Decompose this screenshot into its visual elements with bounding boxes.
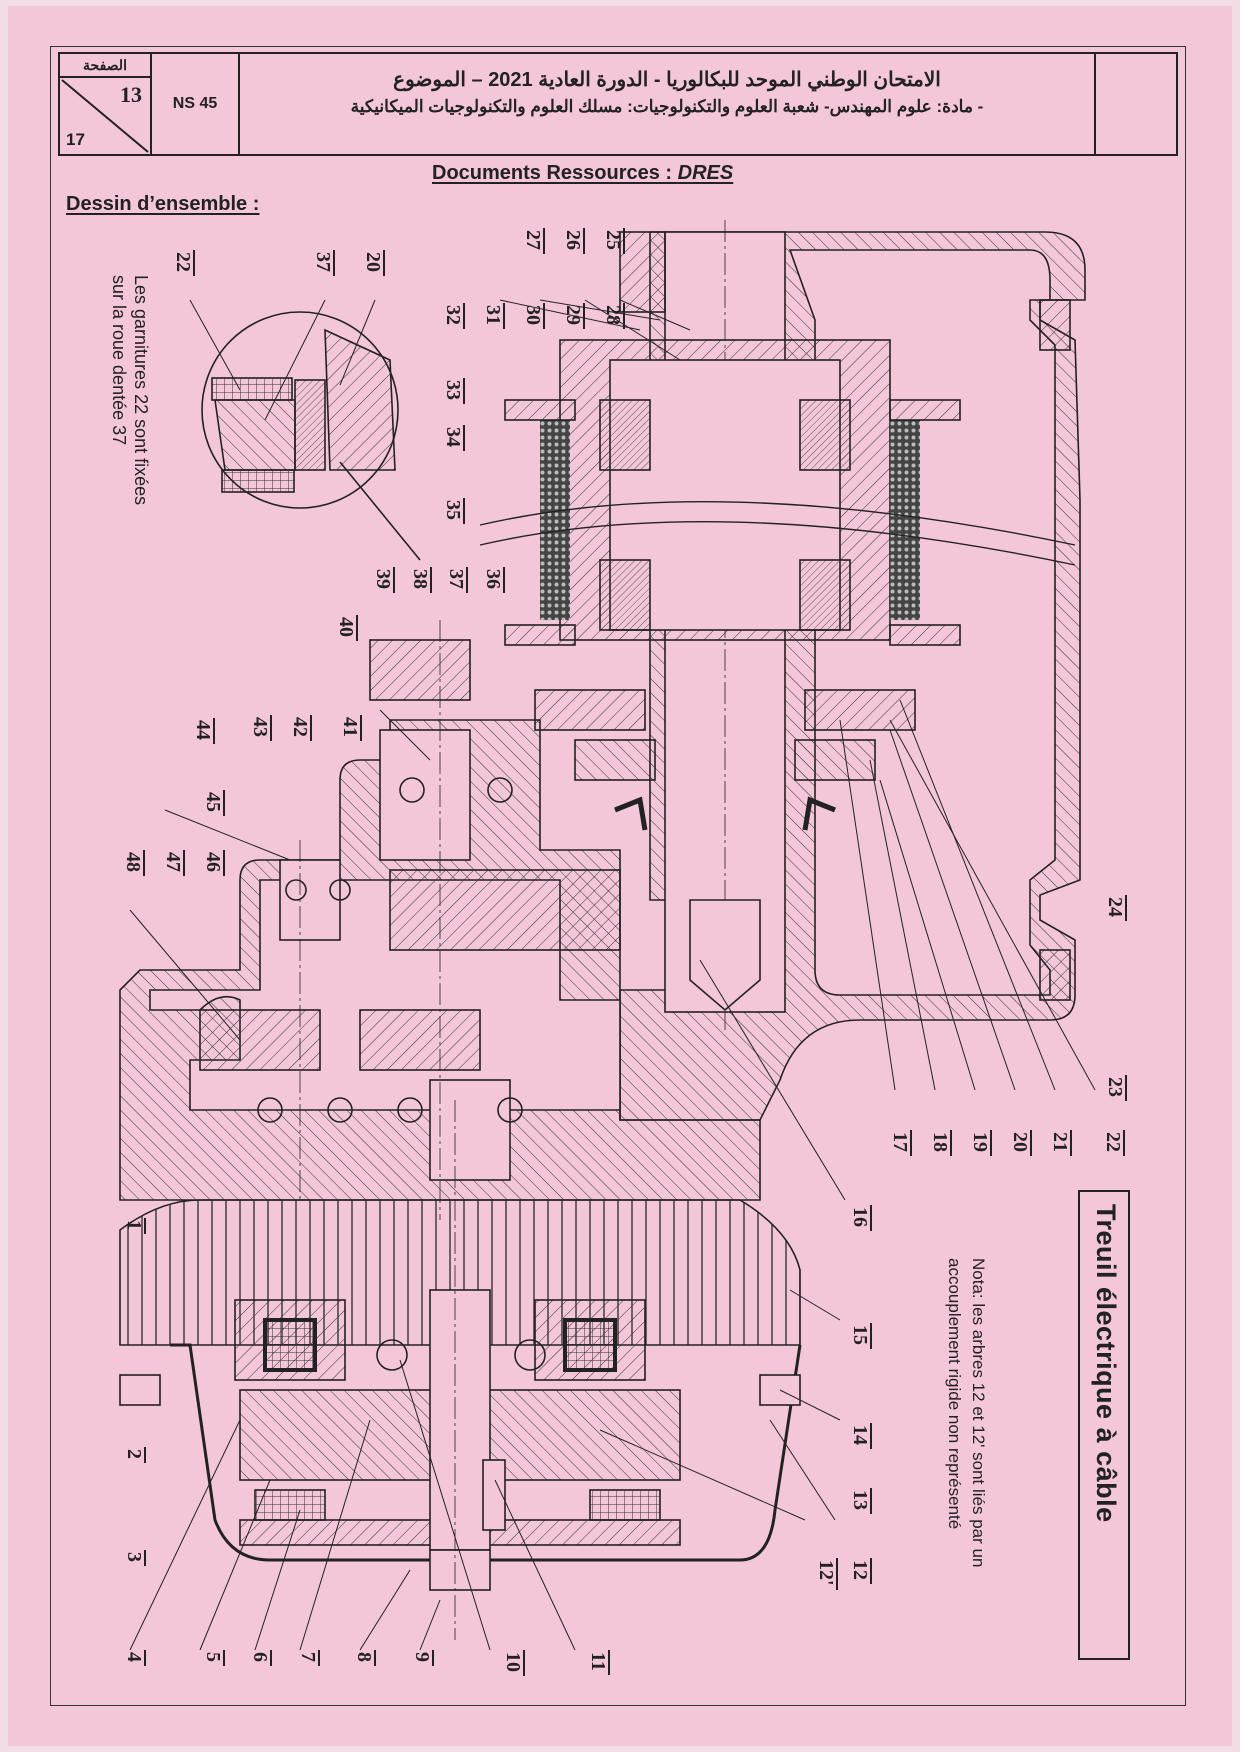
- callout-42: 42: [289, 715, 312, 741]
- exam-title-line2: - مادة: علوم المهندس- شعبة العلوم والتكن…: [350, 97, 984, 116]
- callout-37: 37: [445, 567, 468, 593]
- callout-26: 26: [562, 228, 585, 254]
- nota-line1: Nota: les arbres 12 et 12' sont liés par…: [969, 1258, 988, 1568]
- callout-28: 28: [602, 303, 625, 329]
- heading-prefix: Documents Ressources :: [432, 162, 678, 184]
- detail-note-line1: Les garnitures 22 sont fixées: [131, 275, 151, 506]
- callout-7: 7: [297, 1650, 320, 1666]
- exam-title-line1: الامتحان الوطني الموحد للبكالوريا - الدو…: [393, 69, 941, 91]
- document-heading: Documents Ressources : DRES: [432, 162, 733, 185]
- callout-41: 41: [339, 715, 362, 741]
- callout-4: 4: [123, 1650, 146, 1666]
- callout-44: 44: [192, 718, 215, 744]
- callout-43: 43: [249, 715, 272, 741]
- callout-8: 8: [353, 1650, 376, 1666]
- callout-11: 11: [587, 1650, 610, 1675]
- callout-5: 5: [202, 1650, 225, 1666]
- callout-22: 22: [1102, 1130, 1125, 1156]
- callout-6: 6: [249, 1650, 272, 1666]
- detail-note: Les garnitures 22 sont fixées sur la rou…: [108, 275, 152, 505]
- callout-29: 29: [562, 303, 585, 329]
- callout-18: 18: [929, 1130, 952, 1156]
- page-number: 13: [120, 82, 142, 107]
- callout-detail-22: 22: [172, 250, 195, 276]
- page-label: الصفحة: [60, 54, 150, 78]
- exam-title: الامتحان الوطني الموحد للبكالوريا - الدو…: [240, 54, 1096, 154]
- callout-10: 10: [502, 1650, 525, 1676]
- callout-31: 31: [482, 303, 505, 329]
- callout-detail-37: 37: [312, 250, 335, 276]
- nota-text: Nota: les arbres 12 et 12' sont liés par…: [942, 1258, 990, 1567]
- callout-14: 14: [849, 1423, 872, 1449]
- drawing-title-box: Treuil électrique à câble: [1078, 1190, 1130, 1660]
- callout-9: 9: [411, 1650, 434, 1666]
- callout-24: 24: [1104, 895, 1127, 921]
- callout-25: 25: [602, 228, 625, 254]
- callout-16: 16: [849, 1205, 872, 1231]
- callout-39: 39: [372, 567, 395, 593]
- drum-housing: [479, 220, 1086, 1121]
- callout-15: 15: [849, 1323, 872, 1349]
- page-total: 17: [66, 130, 85, 149]
- callout-30: 30: [522, 303, 545, 329]
- callout-34: 34: [442, 425, 465, 451]
- page-frame: [50, 46, 1186, 1706]
- callout-40: 40: [335, 615, 358, 641]
- detail-note-line2: sur la roue dentée 37: [109, 275, 129, 446]
- exam-code: NS 45: [152, 54, 240, 154]
- detail-circle: [201, 311, 421, 561]
- diagonal-divider: [61, 79, 149, 153]
- callout-33: 33: [442, 378, 465, 404]
- callout-17: 17: [889, 1130, 912, 1156]
- gearbox-housing: [119, 620, 761, 1220]
- callout-36: 36: [482, 567, 505, 593]
- callout-13: 13: [849, 1488, 872, 1514]
- callout-23: 23: [1104, 1075, 1127, 1101]
- page-fraction: 13 17: [60, 78, 150, 154]
- drawing-title: Treuil électrique à câble: [1091, 1204, 1121, 1523]
- callout-46: 46: [202, 850, 225, 876]
- callout-detail-20: 20: [362, 250, 385, 276]
- callout-20: 20: [1009, 1130, 1032, 1156]
- callout-21: 21: [1049, 1130, 1072, 1156]
- callout-1: 1: [123, 1218, 146, 1234]
- callout-38: 38: [409, 567, 432, 593]
- callout-19: 19: [969, 1130, 992, 1156]
- callout-35: 35: [442, 498, 465, 524]
- callout-47: 47: [162, 850, 185, 876]
- callout-12: 12: [849, 1558, 872, 1584]
- exam-header: الصفحة 13 17 NS 45 الامتحان الوطني الموح…: [58, 52, 1178, 156]
- leader-lines: [129, 299, 1096, 1651]
- section-heading: Dessin d’ensemble :: [66, 193, 260, 215]
- callout-2: 2: [123, 1447, 146, 1463]
- callout-27: 27: [522, 228, 545, 254]
- callout-3: 3: [123, 1550, 146, 1566]
- callout-48: 48: [122, 850, 145, 876]
- page-number-cell: الصفحة 13 17: [60, 54, 152, 154]
- callout-32: 32: [442, 303, 465, 329]
- nota-line2: accouplement rigide non représenté: [945, 1258, 964, 1530]
- callout-12-prime: 12': [815, 1558, 838, 1590]
- heading-dres: DRES: [677, 162, 734, 184]
- callout-45: 45: [202, 790, 225, 816]
